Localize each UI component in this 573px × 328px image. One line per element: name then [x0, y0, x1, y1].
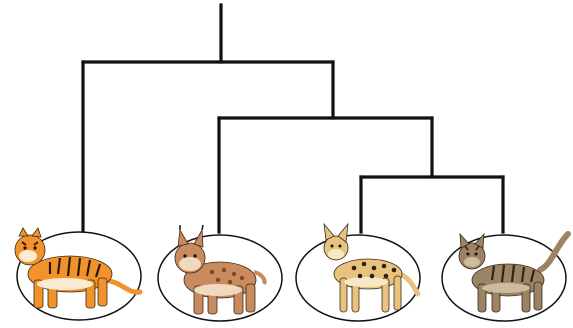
tabby-cat-icon	[458, 231, 571, 313]
lynx-icon	[174, 224, 267, 315]
tree-branches	[81, 3, 505, 234]
tiger-icon	[14, 227, 143, 309]
serval-icon	[323, 222, 421, 313]
